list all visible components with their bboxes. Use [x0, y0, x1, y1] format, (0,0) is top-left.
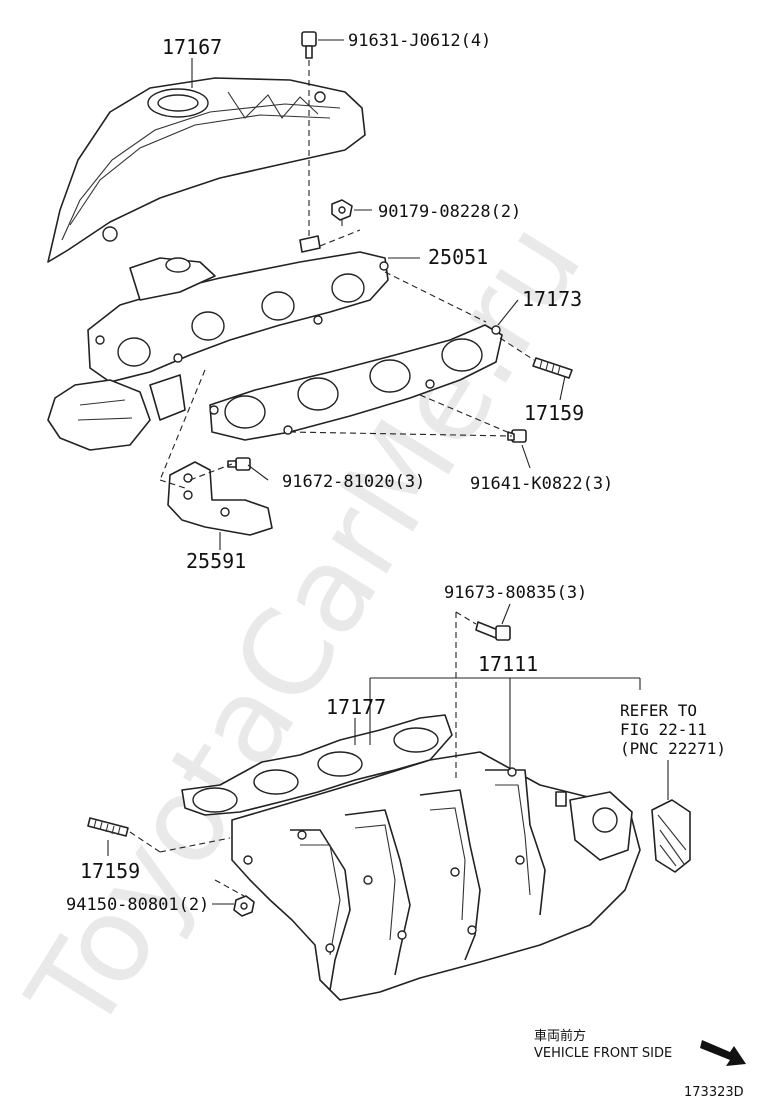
nut-90179[interactable]: [331, 199, 353, 221]
bottom-leader-lines: [107, 603, 669, 905]
front-direction-arrow-icon: [700, 1040, 746, 1066]
label-17159-top: 17159: [524, 401, 584, 425]
label-91672: 91672-81020(3): [282, 472, 425, 492]
top-leader-lines: [191, 39, 566, 550]
bottom-dashed-lines: [129, 611, 477, 897]
label-94150: 94150-80801(2): [66, 895, 209, 915]
heat-insulator-17167[interactable]: [47, 77, 366, 263]
diagram-id: 173323D: [684, 1085, 744, 1100]
refer-note-line1: REFER TO: [620, 701, 697, 720]
refer-note-line2: FIG 22-11: [620, 720, 707, 739]
label-25051: 25051: [428, 245, 488, 269]
stud-on-manifold: [299, 235, 321, 253]
label-17167: 17167: [162, 35, 222, 59]
top-dashed-lines: [159, 60, 535, 489]
stud-17159-top[interactable]: [532, 357, 573, 379]
direction-japanese: 車両前方: [534, 1028, 586, 1044]
label-17173: 17173: [522, 287, 582, 311]
exhaust-manifold-25051[interactable]: [47, 251, 389, 451]
bolt-91673[interactable]: [475, 621, 511, 641]
label-90179: 90179-08228(2): [378, 202, 521, 222]
label-17111: 17111: [478, 652, 538, 676]
label-91673: 91673-80835(3): [444, 583, 587, 603]
bolt-91631[interactable]: [301, 31, 317, 59]
direction-english: VEHICLE FRONT SIDE: [534, 1046, 672, 1061]
label-17177: 17177: [326, 695, 386, 719]
intake-gasket-17177[interactable]: [181, 714, 453, 816]
stud-17159-bottom[interactable]: [87, 817, 129, 837]
exhaust-gasket-17173[interactable]: [209, 324, 503, 441]
label-91631: 91631-J0612(4): [348, 31, 491, 51]
label-91641: 91641-K0822(3): [470, 474, 613, 494]
label-25591: 25591: [186, 549, 246, 573]
nut-94150[interactable]: [233, 895, 255, 917]
refer-note-line3: (PNC 22271): [620, 739, 726, 758]
bracket-25591[interactable]: [167, 461, 273, 536]
intake-manifold-17111[interactable]: [231, 751, 691, 1001]
label-17159-bottom: 17159: [80, 859, 140, 883]
